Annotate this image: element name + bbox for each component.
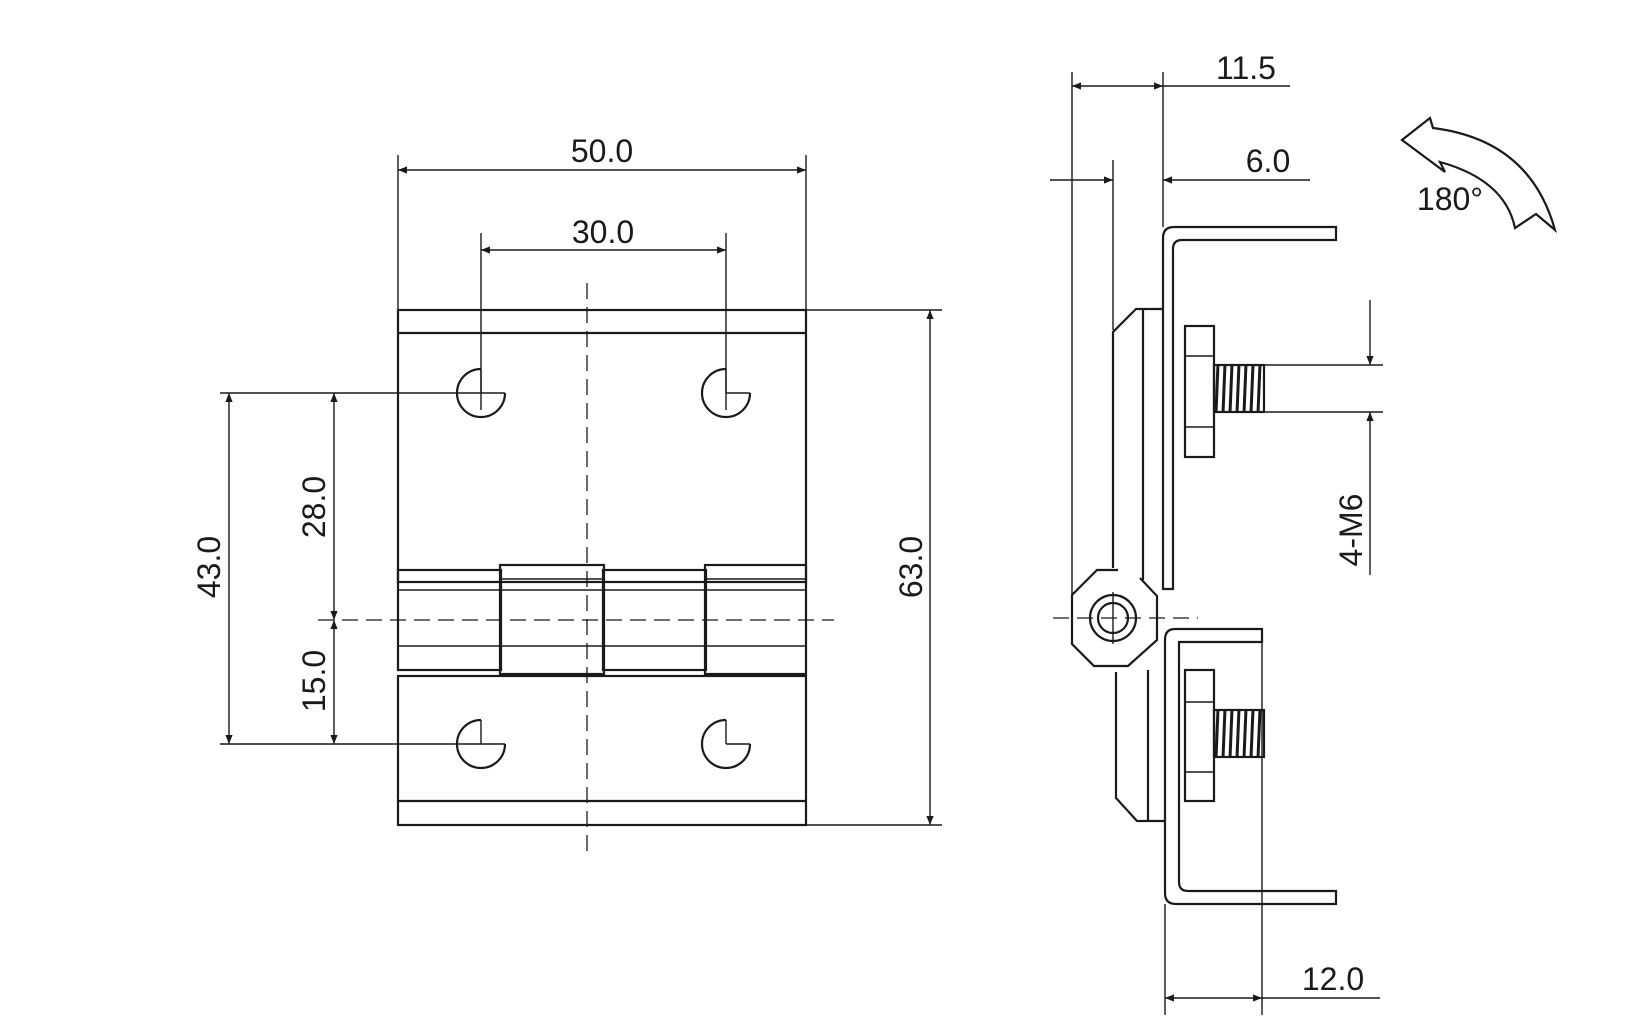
upper-bolt xyxy=(1183,324,1266,459)
dim-label-11-5: 11.5 xyxy=(1216,50,1276,86)
dimension-30: 30.0 xyxy=(481,214,726,254)
dim-label-43: 43.0 xyxy=(191,536,227,598)
dim-label-thread: 4-M6 xyxy=(1333,494,1369,567)
mounting-hole-lower-right xyxy=(700,718,752,770)
lower-bolt-thread xyxy=(1214,708,1262,759)
lower-bracket xyxy=(1163,627,1338,906)
dim-label-50: 50.0 xyxy=(571,133,633,169)
side-view: 11.5 6.0 4-M6 12.0 180° xyxy=(1050,50,1558,1015)
dimension-6: 6.0 xyxy=(1050,143,1310,184)
mounting-hole-lower-left xyxy=(455,718,507,770)
upper-bolt-thread xyxy=(1214,363,1262,414)
dim-label-30: 30.0 xyxy=(572,214,634,250)
lower-leaf xyxy=(396,674,808,827)
dimension-28: 28.0 xyxy=(296,393,338,620)
rotation-arrow-icon: 180° xyxy=(1400,116,1558,234)
upper-hinge-leaf xyxy=(1111,307,1163,568)
dim-label-15: 15.0 xyxy=(296,650,332,712)
dimension-15: 15.0 xyxy=(296,620,338,744)
dimension-50: 50.0 xyxy=(398,133,806,174)
rotation-label: 180° xyxy=(1417,181,1483,217)
dim-label-12: 12.0 xyxy=(1302,961,1364,997)
lower-bolt xyxy=(1183,668,1266,803)
dimension-thread: 4-M6 xyxy=(1333,300,1374,575)
dimension-43: 43.0 xyxy=(191,393,233,744)
dimension-11-5: 11.5 xyxy=(1072,50,1290,90)
upper-leaf xyxy=(396,308,808,584)
lower-hinge-leaf xyxy=(1114,672,1165,823)
dim-label-6: 6.0 xyxy=(1246,143,1290,179)
upper-bracket xyxy=(1161,225,1338,591)
dim-label-63: 63.0 xyxy=(893,536,929,598)
dimension-12: 12.0 xyxy=(1165,961,1380,1002)
knuckle-body xyxy=(1070,568,1159,668)
dim-label-28: 28.0 xyxy=(296,476,332,538)
dimension-63: 63.0 xyxy=(893,310,934,825)
front-view: 50.0 30.0 63.0 43.0 28.0 15.0 xyxy=(191,133,942,855)
